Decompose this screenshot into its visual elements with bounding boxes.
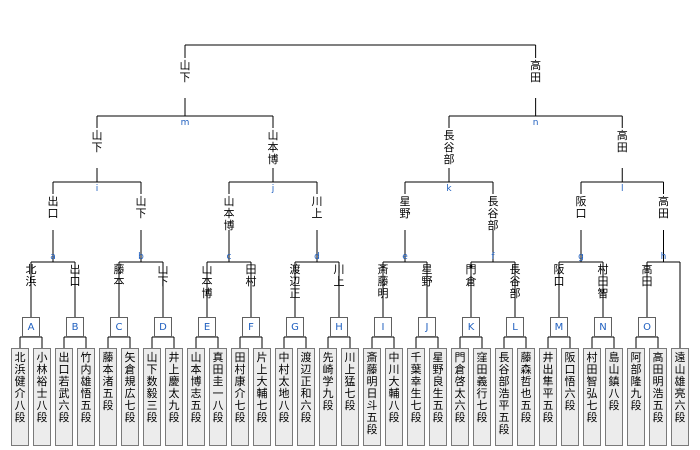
winner-name: 川上 xyxy=(311,195,323,220)
match-box: M xyxy=(550,317,568,337)
winner-name: 高田 xyxy=(658,195,669,220)
winner-name: 山下 xyxy=(91,129,103,154)
player-entry: 小林裕士八段 xyxy=(33,348,51,446)
player-entry: 村田智弘七段 xyxy=(583,348,601,446)
match-label: c xyxy=(226,252,232,262)
winner-name: 渡辺正 xyxy=(289,263,301,300)
player-entry: 出口若武六段 xyxy=(55,348,73,446)
match-label: a xyxy=(50,252,56,262)
player-entry: 渡辺正和六段 xyxy=(297,348,315,446)
player-entry: 藤本 渚五段 xyxy=(99,348,117,446)
player-entry: 藤森哲也五段 xyxy=(517,348,535,446)
player-entry: 竹内雄悟五段 xyxy=(77,348,95,446)
match-label: g xyxy=(578,252,584,262)
match-box: G xyxy=(286,317,304,337)
winner-name: 藤本 xyxy=(113,263,125,288)
winner-name: 山本博 xyxy=(223,195,235,232)
match-box: I xyxy=(374,317,392,337)
winner-name: 星野 xyxy=(399,195,411,220)
winner-name: 山下 xyxy=(157,263,169,288)
winner-name: 田村 xyxy=(245,263,257,288)
winner-name: 星野 xyxy=(421,263,433,288)
winner-name: 高田 xyxy=(616,129,628,154)
winner-name: 阪口 xyxy=(575,195,587,220)
match-label: k xyxy=(446,184,452,194)
match-label: f xyxy=(491,252,495,262)
player-entry: 井出隼平五段 xyxy=(539,348,557,446)
player-entry: 山本博志五段 xyxy=(187,348,205,446)
winner-name: 北浜 xyxy=(25,263,37,288)
player-entry: 阪口 悟六段 xyxy=(561,348,579,446)
match-label: e xyxy=(402,252,408,262)
player-entry: 先崎 学九段 xyxy=(319,348,337,446)
player-entry: 千葉幸生七段 xyxy=(407,348,425,446)
player-entry: 中村太地八段 xyxy=(275,348,293,446)
match-label: n xyxy=(532,118,539,128)
match-label: m xyxy=(180,118,190,128)
player-entry: 遠山雄亮六段 xyxy=(671,348,689,446)
match-box: D xyxy=(154,317,172,337)
finalist-name: 山下 xyxy=(179,59,191,84)
player-entry: 窪田義行七段 xyxy=(473,348,491,446)
match-box: F xyxy=(242,317,260,337)
player-entry: 門倉啓太六段 xyxy=(451,348,469,446)
winner-name: 長谷部 xyxy=(443,129,455,166)
player-entry: 山下数毅三段 xyxy=(143,348,161,446)
winner-name: 長谷部 xyxy=(487,195,499,232)
player-entry: 北浜健介八段 xyxy=(11,348,29,446)
match-label: l xyxy=(620,184,624,194)
winner-name: 高田 xyxy=(641,263,653,288)
player-entry: 片上大輔七段 xyxy=(253,348,271,446)
winner-name: 山下 xyxy=(135,195,147,220)
player-entry: 矢倉規広七段 xyxy=(121,348,139,446)
match-box: H xyxy=(330,317,348,337)
winner-name: 山本博 xyxy=(201,263,213,300)
player-entry: 川上 猛七段 xyxy=(341,348,359,446)
match-box: E xyxy=(198,317,216,337)
winner-name: 出口 xyxy=(69,263,81,288)
player-entry: 島山 鎮八段 xyxy=(605,348,623,446)
match-box: J xyxy=(418,317,436,337)
winner-name: 出口 xyxy=(47,195,59,220)
match-box: N xyxy=(594,317,612,337)
player-entry: 長谷部浩平五段 xyxy=(495,348,513,446)
player-entry: 星野良生五段 xyxy=(429,348,447,446)
player-entry: 田村康介七段 xyxy=(231,348,249,446)
winner-name: 山本博 xyxy=(267,129,279,166)
match-box: A xyxy=(22,317,40,337)
winner-name: 川上 xyxy=(333,263,345,288)
winner-name: 長谷部 xyxy=(509,263,521,300)
match-label: h xyxy=(660,252,667,262)
player-entry: 井上慶太九段 xyxy=(165,348,183,446)
match-box: L xyxy=(506,317,524,337)
match-label: b xyxy=(138,252,144,262)
player-entry: 真田圭一八段 xyxy=(209,348,227,446)
winner-name: 阪口 xyxy=(553,263,565,288)
match-box: B xyxy=(66,317,84,337)
player-entry: 高田明浩五段 xyxy=(649,348,667,446)
player-entry: 中川大輔八段 xyxy=(385,348,403,446)
match-label: i xyxy=(95,184,99,194)
match-label: d xyxy=(314,252,320,262)
match-box: K xyxy=(462,317,480,337)
match-box: C xyxy=(110,317,128,337)
player-entry: 斎藤明日斗五段 xyxy=(363,348,381,446)
winner-name: 門倉 xyxy=(465,263,477,288)
finalist-name: 高田 xyxy=(530,59,542,84)
winner-name: 村田智 xyxy=(597,263,609,300)
winner-name: 斎藤明 xyxy=(377,263,389,300)
match-box: O xyxy=(638,317,656,337)
match-label: j xyxy=(271,184,275,194)
player-entry: 阿部 隆九段 xyxy=(627,348,645,446)
